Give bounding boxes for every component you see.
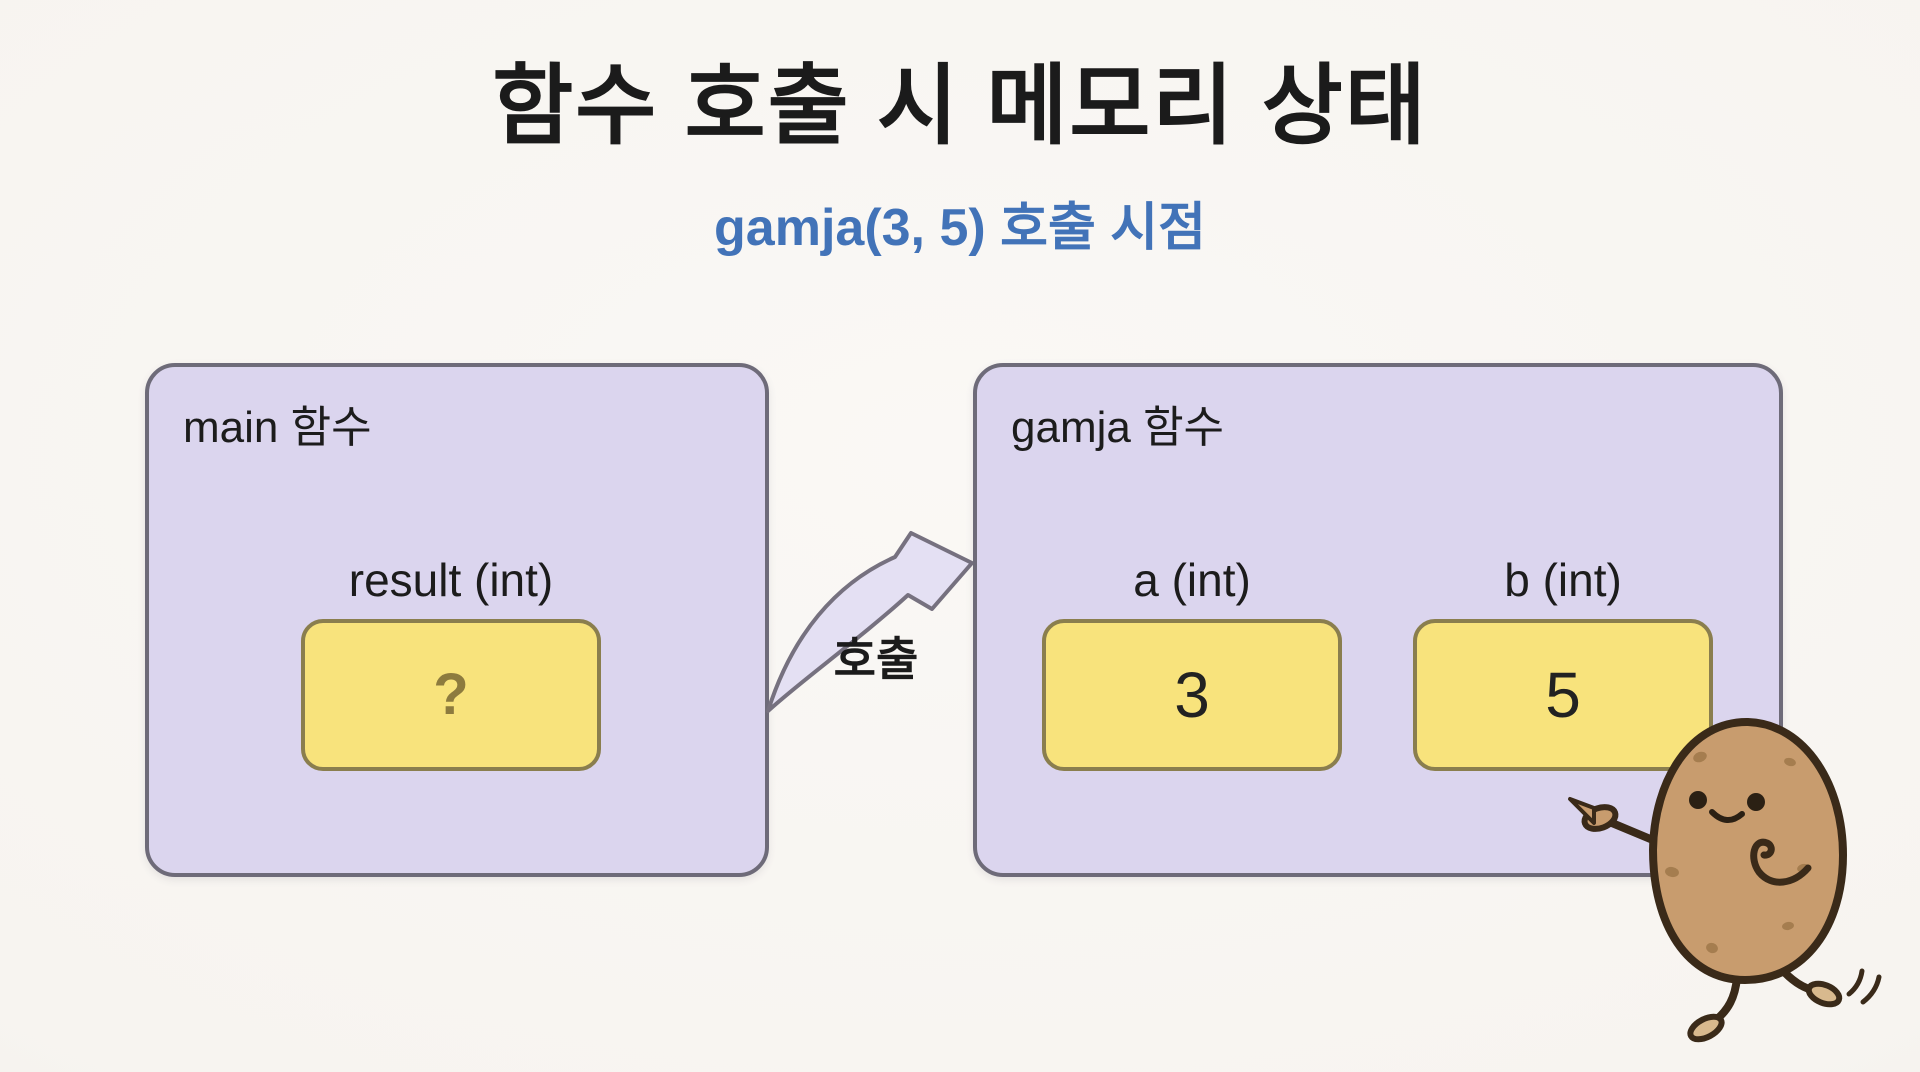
a-value: 3	[1174, 658, 1210, 731]
b-value: 5	[1545, 658, 1581, 731]
result-variable-name: result (int)	[348, 554, 554, 606]
b-variable-group: b (int) 5	[1413, 555, 1713, 771]
result-variable-group: result (int) ?	[301, 555, 601, 771]
a-variable-group: a (int) 3	[1042, 555, 1342, 771]
a-variable-name: a (int)	[1133, 554, 1251, 606]
gamja-frame-label: gamja 함수	[1011, 403, 1225, 452]
result-value: ?	[433, 661, 469, 727]
page-subtitle: gamja(3, 5) 호출 시점	[714, 199, 1206, 257]
potato-mascot-icon	[1568, 717, 1882, 1043]
main-function-frame: main 함수 result (int) ?	[145, 363, 769, 877]
b-variable-name: b (int)	[1504, 554, 1622, 606]
call-arrow-label: 호출	[833, 633, 919, 685]
a-value-cell: 3	[1042, 618, 1342, 771]
call-arrow-icon	[766, 531, 974, 713]
page-title: 함수 호출 시 메모리 상태	[492, 56, 1428, 155]
b-value-cell: 5	[1413, 618, 1713, 771]
gamja-function-frame: gamja 함수 a (int) 3 b (int) 5	[973, 363, 1783, 877]
result-value-cell: ?	[301, 618, 601, 771]
main-frame-label: main 함수	[183, 403, 372, 452]
